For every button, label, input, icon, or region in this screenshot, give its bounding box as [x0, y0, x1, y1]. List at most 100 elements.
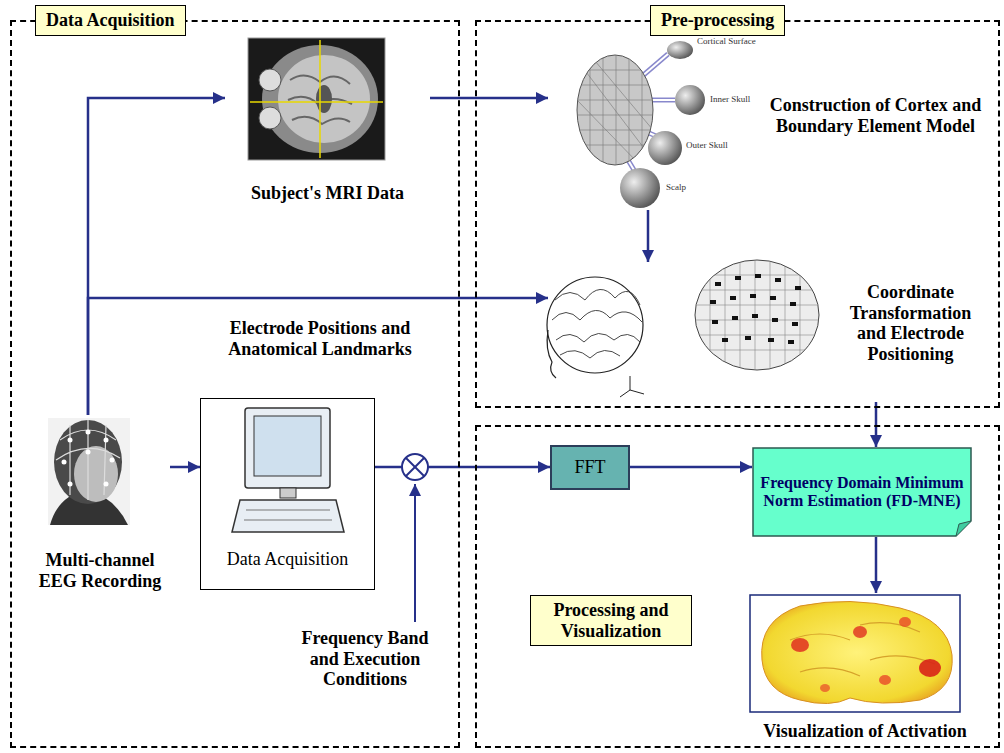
activation-map: Visualization of Activation: [742, 593, 988, 745]
activation-figure: [919, 659, 941, 677]
mixer-symbol: [402, 454, 428, 622]
mixer-symbol: [406, 458, 424, 476]
mri-slice: [248, 38, 385, 160]
flow-arrow: [170, 466, 200, 469]
electrode-figure: [547, 260, 820, 397]
electrode-figure: [715, 282, 721, 286]
computer-icon: [244, 510, 332, 520]
electrode-figure: [775, 278, 781, 282]
flow-arrow: [88, 98, 225, 415]
electrode-figure: [695, 260, 820, 370]
electrode-figure: [710, 274, 801, 344]
node-label: Coordinate Transformation and Electrode …: [833, 282, 988, 365]
dashed-panel: Pre-processingConstruction of Cortex and…: [475, 20, 1000, 408]
eeg-photo: [110, 458, 115, 463]
eeg-photo: [86, 450, 91, 455]
layer-label: Outer Skull: [686, 140, 728, 150]
activation-figure: [820, 684, 830, 692]
activation-figure: [762, 601, 953, 703]
dashed-panel: Processing and VisualizationFFTFrequency…: [475, 425, 1000, 748]
computer-icon: [245, 408, 330, 488]
node-label: Subject's MRI Data: [225, 183, 430, 204]
electrode-figure: [792, 322, 798, 326]
layer-label: Scalp: [666, 182, 686, 192]
annotation-label: Electrode Positions and Anatomical Landm…: [190, 318, 450, 359]
mixer-symbol: [402, 454, 428, 480]
head-model-figure: [620, 168, 660, 208]
electrode-figure: [695, 260, 819, 370]
activation-figure: [879, 675, 891, 685]
electrode-figure: [552, 289, 642, 358]
electrode-figure: [630, 376, 631, 390]
electrode-figure: [750, 294, 756, 298]
eeg-photo: [56, 420, 120, 500]
electrode-registration: Coordinate Transformation and Electrode …: [548, 262, 993, 402]
head-model-figure: [577, 41, 705, 208]
electrode-figure: [795, 286, 801, 290]
computer-icon: [280, 488, 296, 498]
activation-figure: [899, 617, 911, 627]
eeg-photo: [68, 438, 73, 443]
activation-figure: [791, 638, 809, 652]
eeg-photo: [74, 446, 118, 502]
eeg-photo: [48, 418, 130, 525]
flow-arrow: [647, 210, 650, 262]
electrode-figure: [695, 260, 820, 370]
mri-slice: [259, 69, 281, 91]
electrode-figure: [712, 320, 718, 324]
electrode-figure: [710, 300, 716, 304]
mri-slice: [259, 107, 281, 129]
eeg-photo: [68, 482, 73, 487]
electrode-figure: [630, 390, 644, 394]
electrode-figure: [788, 340, 794, 344]
mri-slice: [250, 101, 383, 103]
head-model-figure: [577, 55, 653, 165]
mri-slice: [316, 85, 332, 113]
head-model-figure: [577, 55, 653, 165]
eeg-photo: [62, 460, 67, 465]
flow-arrow: [630, 466, 752, 469]
layer-label: Inner Skull: [710, 94, 750, 104]
electrode-figure: [735, 276, 741, 280]
mixer-symbol: [406, 458, 424, 476]
activation-figure: [790, 623, 935, 676]
mri-slice: [248, 38, 385, 160]
node-label: Frequency Domain Minimum Norm Estimation…: [752, 447, 972, 537]
note-outline: [753, 448, 971, 536]
eeg-photo: [104, 438, 109, 443]
eeg-photo: [86, 430, 91, 435]
electrode-figure: [752, 314, 758, 318]
node-label: Multi-channel EEG Recording: [30, 550, 170, 591]
electrode-figure: [722, 338, 728, 342]
flow-arrow: [875, 537, 878, 593]
eeg-photo: [104, 482, 109, 487]
node-label: Construction of Cortex and Boundary Elem…: [763, 95, 988, 136]
head-model: Construction of Cortex and Boundary Elem…: [548, 40, 993, 210]
section-heading: Data Acquisition: [35, 5, 186, 36]
acquisition-box: Data Acquisition: [200, 398, 375, 590]
head-model-figure: [675, 85, 705, 115]
electrode-figure: [790, 302, 796, 306]
mixer-symbol: [414, 484, 416, 622]
mri-slice: [278, 55, 370, 143]
eeg-photo-node: Multi-channel EEG Recording: [30, 415, 170, 605]
electrode-figure: [745, 336, 751, 340]
annotation-label: Frequency Band and Execution Conditions: [285, 628, 445, 690]
eeg-photo: [54, 420, 122, 504]
node-label: Visualization of Activation: [742, 721, 988, 742]
mri-slice: [319, 40, 321, 158]
electrode-figure: [770, 296, 776, 300]
mri-image: Subject's MRI Data: [225, 38, 430, 216]
electrode-figure: [730, 296, 736, 300]
electrode-figure: [755, 274, 761, 278]
node-label: Data Acquisition: [201, 549, 374, 570]
fd-mne-box: Frequency Domain Minimum Norm Estimation…: [752, 447, 972, 537]
activation-figure: [750, 595, 960, 712]
electrode-figure: [620, 390, 630, 397]
computer-icon: [232, 408, 344, 532]
electrode-figure: [547, 330, 556, 378]
head-model-figure: [648, 131, 682, 165]
computer-icon: [254, 416, 321, 476]
activation-figure: [750, 595, 960, 712]
fft-box: FFT: [550, 445, 630, 490]
